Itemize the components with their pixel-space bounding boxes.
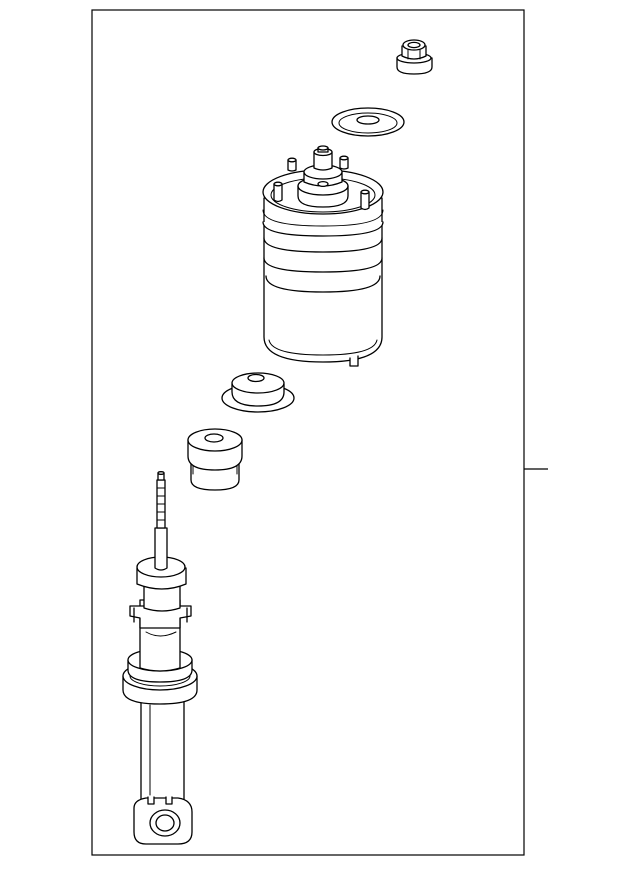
washer-icon: [331, 107, 405, 137]
shock-absorber-icon: [122, 471, 198, 845]
hex-nut-icon: [396, 39, 433, 75]
bump-stop-icon: [187, 428, 243, 491]
insulator-icon: [221, 372, 295, 413]
diagram-frame: [91, 9, 548, 856]
air-spring-icon: [262, 145, 384, 367]
